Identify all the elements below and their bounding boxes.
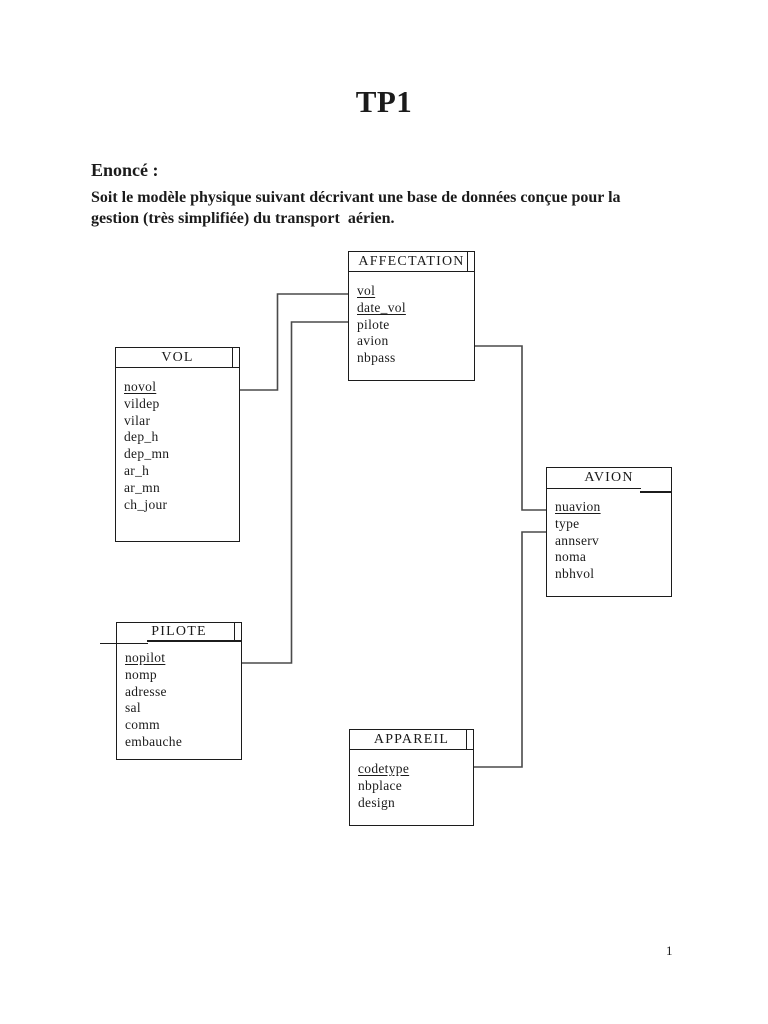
entity-title: VOL [161, 349, 194, 365]
entity-affectation: AFFECTATION vol date_vol pilote avion nb… [348, 251, 475, 381]
entity-pilote: PILOTE nopilot nomp adresse sal comm emb… [100, 622, 242, 760]
field-vildep: vildep [124, 395, 160, 411]
field-avion: avion [357, 333, 389, 349]
field-annserv: annserv [555, 532, 600, 548]
field-sal: sal [125, 700, 141, 716]
field-codetype: codetype [358, 761, 410, 776]
header-separator-segment [100, 642, 148, 644]
field-date-vol: date_vol [357, 299, 406, 315]
field-ch-jour: ch_jour [124, 496, 168, 512]
body-line-2: gestion (très simplifiée) du transport a… [91, 210, 395, 227]
header-divider-line [466, 252, 468, 272]
body-text: Soit le modèle physique suivant décrivan… [91, 187, 681, 229]
field-dep-h: dep_h [124, 429, 159, 445]
entity-appareil: APPAREIL codetype nbplace design [349, 729, 474, 826]
field-vol: vol [357, 283, 376, 298]
entity-appareil-header: APPAREIL [350, 730, 473, 750]
page-title: TP1 [355, 84, 413, 119]
entity-vol: VOL novol vildep vilar dep_h dep_mn ar_h… [115, 347, 240, 542]
field-nbhvol: nbhvol [555, 566, 595, 582]
field-ar-mn: ar_mn [124, 479, 160, 495]
field-pilote: pilote [357, 316, 390, 332]
entity-appareil-fields: codetype nbplace design [350, 750, 473, 811]
field-noma: noma [555, 549, 587, 565]
field-type: type [555, 515, 580, 531]
field-dep-mn: dep_mn [124, 446, 170, 462]
connector-avion-appareil [474, 531, 546, 768]
entity-pilote-header: PILOTE [117, 623, 241, 642]
field-nbplace: nbplace [358, 777, 403, 793]
header-divider-line [231, 348, 233, 368]
entity-avion: AVION nuavion type annserv noma nbhvol [546, 467, 672, 597]
field-vilar: vilar [124, 412, 151, 428]
entity-avion-fields: nuavion type annserv noma nbhvol [547, 488, 671, 583]
field-embauche: embauche [125, 733, 183, 749]
field-nbpass: nbpass [357, 350, 396, 366]
field-adresse: adresse [125, 683, 167, 699]
header-separator-segment [546, 487, 641, 489]
body-line-1: Soit le modèle physique suivant décrivan… [91, 189, 621, 206]
entity-vol-header: VOL [116, 348, 239, 368]
header-separator-segment [640, 491, 672, 493]
entity-title: AFFECTATION [358, 253, 465, 269]
header-divider-line [465, 730, 467, 750]
entity-affectation-header: AFFECTATION [349, 252, 474, 272]
entity-affectation-fields: vol date_vol pilote avion nbpass [349, 272, 474, 367]
field-ar-h: ar_h [124, 462, 150, 478]
page-number: 1 [666, 943, 673, 958]
field-nomp: nomp [125, 666, 157, 682]
section-heading: Enoncé : [91, 160, 159, 180]
entity-pilote-fields: nopilot nomp adresse sal comm embauche [117, 641, 241, 751]
entity-title: AVION [584, 470, 634, 485]
entity-title: APPAREIL [373, 731, 450, 747]
field-nuavion: nuavion [555, 499, 601, 514]
connector-affectation-pilote [242, 321, 348, 664]
entity-vol-fields: novol vildep vilar dep_h dep_mn ar_h ar_… [116, 368, 239, 513]
field-design: design [358, 794, 396, 810]
header-divider-line [233, 623, 235, 642]
connector-affectation-avion [475, 345, 546, 511]
connector-affectation-vol [240, 293, 348, 391]
entity-title: PILOTE [151, 624, 207, 639]
header-separator-segment [147, 640, 242, 642]
entity-avion-header: AVION [547, 468, 671, 488]
field-comm: comm [125, 717, 160, 733]
field-nopilot: nopilot [125, 650, 166, 665]
field-novol: novol [124, 379, 157, 394]
